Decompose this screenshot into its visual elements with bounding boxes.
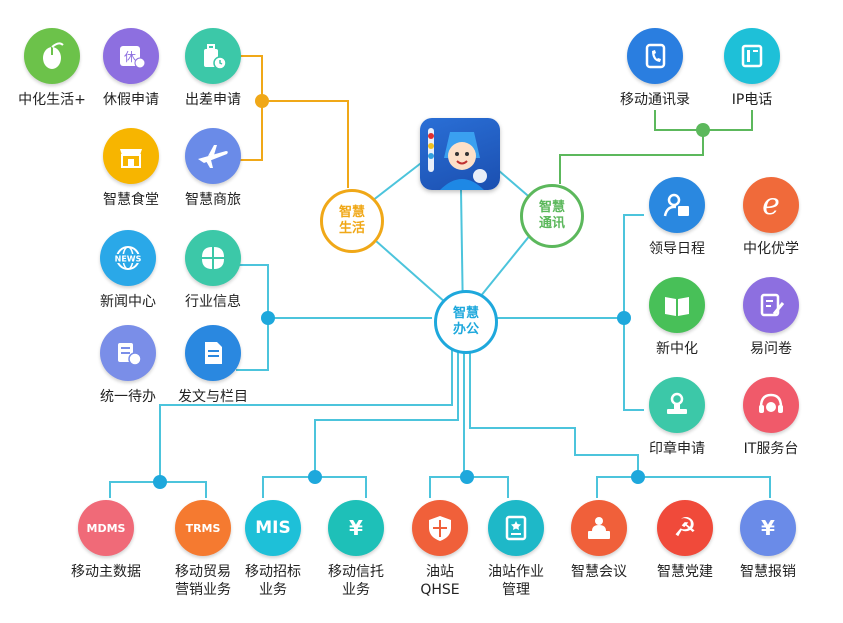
ip-phone-icon xyxy=(724,28,780,84)
yen-glyph: ¥ xyxy=(349,515,363,540)
headset-icon xyxy=(743,377,799,433)
hub-smart-comm[interactable]: 智慧 通讯 xyxy=(520,184,584,248)
app-label: 移动招标 业务 xyxy=(245,564,301,598)
app-documents-columns[interactable]: 发文与栏目 xyxy=(170,325,256,406)
app-seal-request[interactable]: 印章申请 xyxy=(634,377,720,458)
app-label: 移动主数据 xyxy=(71,564,141,580)
app-label: 智慧会议 xyxy=(571,564,627,580)
todo-list-icon xyxy=(100,325,156,381)
app-leave-request[interactable]: 休 休假申请 xyxy=(88,28,174,109)
app-label: 印章申请 xyxy=(649,441,705,457)
hub-smart-office[interactable]: 智慧 办公 xyxy=(434,290,498,354)
app-label: 智慧商旅 xyxy=(185,192,241,208)
app-smart-travel[interactable]: 智慧商旅 xyxy=(170,128,256,209)
app-unified-todo[interactable]: 统一待办 xyxy=(85,325,171,406)
app-mobile-trust[interactable]: ¥ 移动信托 业务 xyxy=(313,500,399,599)
pie-icon xyxy=(185,230,241,286)
app-sinochem-learning[interactable]: e 中化优学 xyxy=(728,177,814,258)
app-label: 中化优学 xyxy=(743,241,799,257)
app-smart-meeting[interactable]: 智慧会议 xyxy=(556,500,642,581)
app-label: 中化生活+ xyxy=(18,92,86,108)
app-label: 出差申请 xyxy=(185,92,241,108)
app-label: 新闻中心 xyxy=(100,294,156,310)
app-mobile-master-data[interactable]: MDMS 移动主数据 xyxy=(63,500,149,581)
app-trip-request[interactable]: 出差申请 xyxy=(170,28,256,109)
app-smart-canteen[interactable]: 智慧食堂 xyxy=(88,128,174,209)
calendar-person-icon xyxy=(649,177,705,233)
app-label: 统一待办 xyxy=(100,389,156,405)
hammer-sickle-icon: ☭ xyxy=(657,500,713,556)
svg-text:NEWS: NEWS xyxy=(115,255,142,264)
app-news-center[interactable]: NEWS 新闻中心 xyxy=(85,230,171,311)
mis-icon: MIS xyxy=(245,500,301,556)
hub-smart-life[interactable]: 智慧 生活 xyxy=(320,189,384,253)
store-icon xyxy=(103,128,159,184)
yen-glyph: ¥ xyxy=(761,515,775,540)
app-label: 领导日程 xyxy=(649,241,705,257)
suitcase-icon xyxy=(185,28,241,84)
mdms-icon: MDMS xyxy=(78,500,134,556)
app-xinzhonghua[interactable]: 新中化 xyxy=(634,277,720,358)
svg-text:休: 休 xyxy=(124,50,136,64)
app-label: 智慧党建 xyxy=(657,564,713,580)
app-label: 智慧报销 xyxy=(740,564,796,580)
app-label: 行业信息 xyxy=(185,294,241,310)
mascot-icon xyxy=(428,128,487,190)
app-label: IP电话 xyxy=(731,92,773,108)
mouse-icon xyxy=(24,28,80,84)
mdms-glyph: MDMS xyxy=(86,521,126,535)
mis-glyph: MIS xyxy=(255,517,291,538)
app-label: 易问卷 xyxy=(750,341,792,357)
app-label: 移动贸易 营销业务 xyxy=(175,564,231,598)
phone-book-icon xyxy=(627,28,683,84)
hammer-sickle-glyph: ☭ xyxy=(673,513,697,543)
app-label: 油站 QHSE xyxy=(420,564,460,598)
leave-icon: 休 xyxy=(103,28,159,84)
app-label: 新中化 xyxy=(656,341,698,357)
globe-news-icon: NEWS xyxy=(100,230,156,286)
app-label: 油站作业 管理 xyxy=(488,564,544,598)
app-station-qhse[interactable]: 油站 QHSE xyxy=(397,500,483,599)
survey-icon xyxy=(743,277,799,333)
seal-icon xyxy=(649,377,705,433)
app-label: 休假申请 xyxy=(103,92,159,108)
app-label: 发文与栏目 xyxy=(178,389,248,405)
app-station-operations[interactable]: 油站作业 管理 xyxy=(473,500,559,599)
trms-icon: TRMS xyxy=(175,500,231,556)
shield-icon xyxy=(412,500,468,556)
app-label: 智慧食堂 xyxy=(103,192,159,208)
app-label: IT服务台 xyxy=(743,441,799,457)
money-hand-icon: ¥ xyxy=(328,500,384,556)
app-zhonghua-life[interactable]: 中化生活+ xyxy=(9,28,95,109)
app-easy-survey[interactable]: 易问卷 xyxy=(728,277,814,358)
airplane-icon xyxy=(185,128,241,184)
app-logo xyxy=(420,118,500,190)
book-icon xyxy=(649,277,705,333)
app-ip-phone[interactable]: IP电话 xyxy=(709,28,795,109)
invoice-yen-icon: ¥ xyxy=(740,500,796,556)
app-label: 移动信托 业务 xyxy=(328,564,384,598)
app-industry-info[interactable]: 行业信息 xyxy=(170,230,256,311)
e-learning-icon: e xyxy=(743,177,799,233)
app-smart-party-building[interactable]: ☭ 智慧党建 xyxy=(642,500,728,581)
app-it-service-desk[interactable]: IT服务台 xyxy=(728,377,814,458)
app-label: 移动通讯录 xyxy=(620,92,690,108)
app-leader-schedule[interactable]: 领导日程 xyxy=(634,177,720,258)
app-mobile-bidding[interactable]: MIS 移动招标 业务 xyxy=(230,500,316,599)
app-smart-reimbursement[interactable]: ¥ 智慧报销 xyxy=(725,500,811,581)
podium-icon xyxy=(571,500,627,556)
document-icon xyxy=(185,325,241,381)
app-mobile-contacts[interactable]: 移动通讯录 xyxy=(612,28,698,109)
app-mobile-trade-marketing[interactable]: TRMS 移动贸易 营销业务 xyxy=(160,500,246,599)
clipboard-star-icon xyxy=(488,500,544,556)
trms-glyph: TRMS xyxy=(185,521,221,535)
